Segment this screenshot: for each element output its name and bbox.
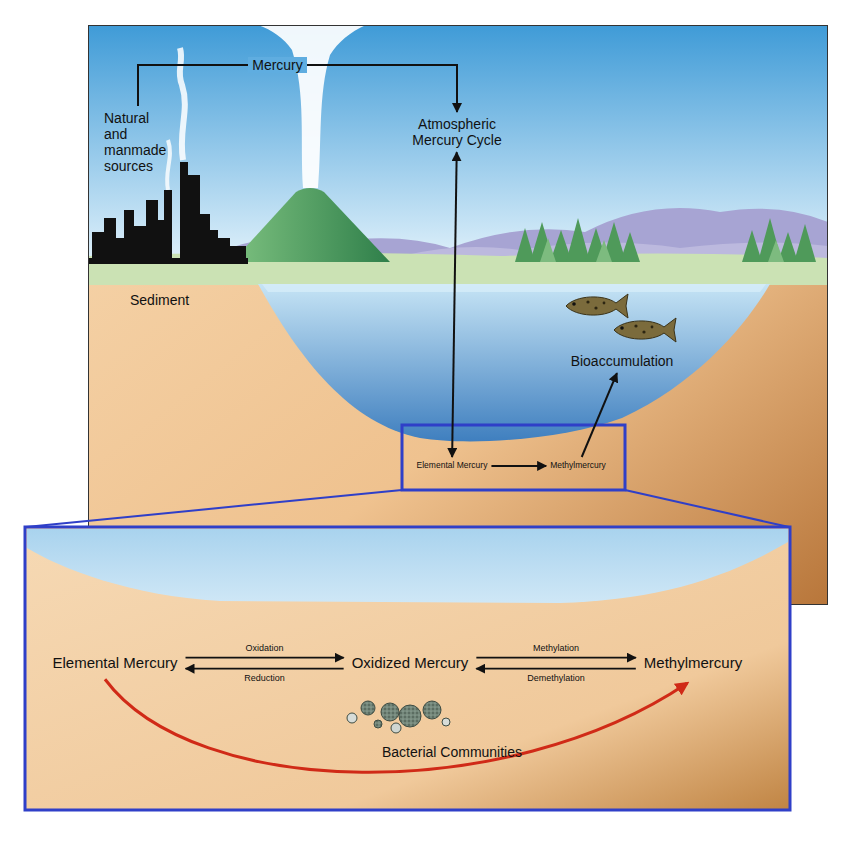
text-node: Methylmercury bbox=[644, 654, 742, 671]
edge-label: Mercury bbox=[248, 57, 307, 73]
curved-arrow bbox=[105, 679, 687, 772]
arrow-connector bbox=[491, 465, 546, 467]
edge-label: Oxidation bbox=[246, 643, 284, 653]
node-text: Elemental Mercury bbox=[52, 654, 177, 671]
arrow-connector bbox=[476, 668, 635, 670]
node-text: Methylmercury bbox=[644, 654, 742, 671]
text-node: Oxidized Mercury bbox=[352, 654, 469, 671]
edge-label: Demethylation bbox=[527, 673, 585, 683]
node-text: Natural and manmade sources bbox=[104, 110, 170, 174]
arrow-connector bbox=[186, 668, 344, 670]
arrow-connector bbox=[452, 152, 457, 457]
text-node: Natural and manmade sources bbox=[104, 110, 170, 174]
node-text: Bioaccumulation bbox=[571, 353, 674, 369]
arrow-connector bbox=[582, 373, 617, 457]
text-node: Elemental Mercury bbox=[52, 654, 177, 671]
text-node: Atmospheric Mercury Cycle bbox=[401, 116, 513, 148]
edge-label: Reduction bbox=[244, 673, 285, 683]
node-text: Methylmercury bbox=[550, 461, 606, 471]
edge-label: Methylation bbox=[533, 643, 579, 653]
arrow-connector bbox=[476, 657, 635, 659]
node-text: Oxidized Mercury bbox=[352, 654, 469, 671]
node-text: Elemental Mercury bbox=[417, 461, 488, 471]
text-node: Elemental Mercury bbox=[417, 461, 488, 471]
arrow-connector bbox=[186, 657, 344, 659]
region-label: Sediment bbox=[130, 292, 189, 308]
organism-label: Bacterial Communities bbox=[382, 744, 522, 760]
node-text: Atmospheric Mercury Cycle bbox=[401, 116, 513, 148]
text-node: Methylmercury bbox=[550, 461, 606, 471]
text-node: Bioaccumulation bbox=[571, 353, 674, 369]
